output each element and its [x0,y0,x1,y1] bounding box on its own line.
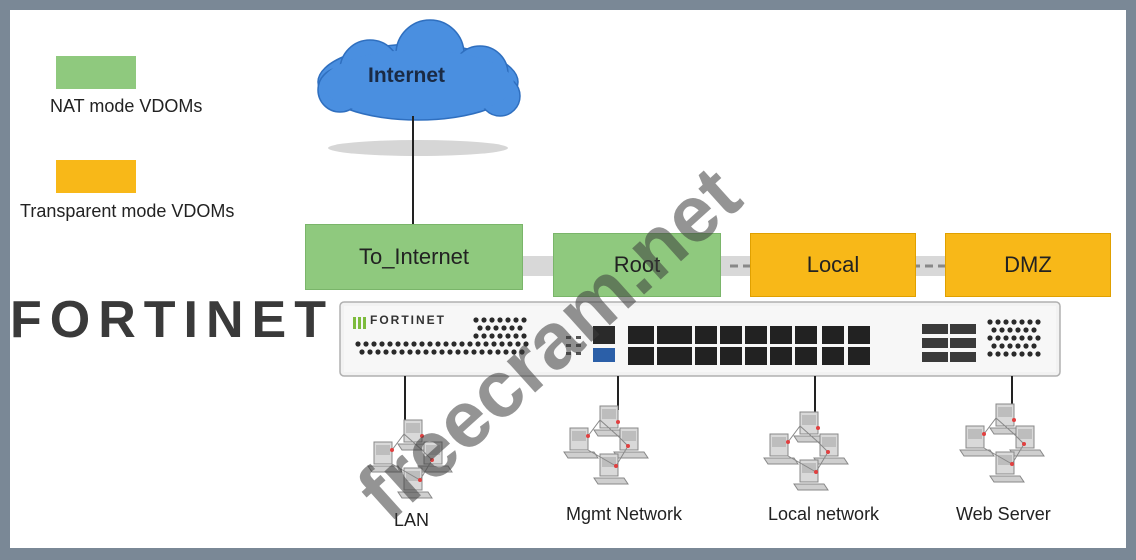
web-server-computers [960,404,1044,482]
cloud-shadow [328,140,508,156]
local-computers [764,412,848,490]
network-label-web-server: Web Server [956,504,1051,524]
legend-nat-label: NAT mode VDOMs [50,96,203,116]
device-brand: FORTINET [370,313,446,327]
network-links [404,376,1013,420]
device-vents-left [355,317,529,355]
fortigate-device [339,301,1061,377]
network-label-local: Local network [768,504,880,524]
network-label-mgmt: Mgmt Network [566,504,683,524]
vdom-root: Root [553,233,721,297]
vdom-dmz: DMZ [945,233,1111,297]
mgmt-computers [564,406,648,484]
network-label-lan: LAN [394,510,430,530]
diagram-canvas: NAT mode VDOMs Transparent mode VDOMs [10,10,1126,548]
legend-nat-swatch [56,56,136,89]
legend-transparent-swatch [56,160,136,193]
vdom-local: Local [750,233,916,297]
vdom-to-internet: To_Internet [305,224,523,290]
internet-label: Internet [368,64,446,87]
diagram-graphics [317,19,1110,548]
legend-transparent-label: Transparent mode VDOMs [20,201,235,221]
fortinet-brand-logo: FORTINET [10,291,334,349]
device-vents-right [987,319,1041,357]
